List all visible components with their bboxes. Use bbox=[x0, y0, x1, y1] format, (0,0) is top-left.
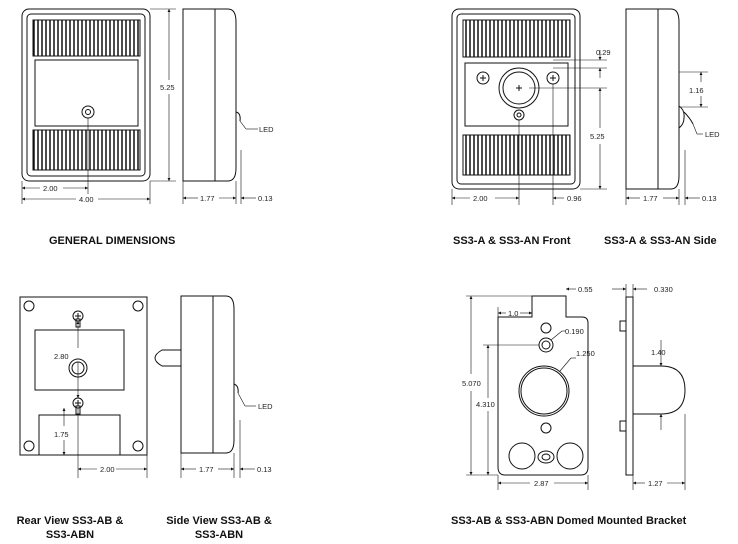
q4-thickness-label: 0.330 bbox=[654, 285, 673, 294]
q2-half-width-label: 2.00 bbox=[473, 194, 488, 203]
rear-view-caption: Rear View SS3-AB & SS3-ABN bbox=[10, 514, 130, 542]
q1-half-width-label: 2.00 bbox=[43, 184, 58, 193]
rear-view-caption-line1: Rear View SS3-AB & bbox=[16, 515, 124, 527]
q1-depth-label: 1.77 bbox=[200, 194, 215, 203]
q4-height-label: 5.070 bbox=[462, 379, 481, 388]
ab-side-view bbox=[154, 295, 239, 454]
q2-led-label: LED bbox=[705, 130, 720, 139]
q3-upper-label: 2.80 bbox=[54, 352, 69, 361]
bracket-front-view bbox=[497, 295, 589, 476]
q1-width-label: 4.00 bbox=[79, 195, 94, 204]
bracket-caption: SS3-AB & SS3-ABN Domed Mounted Bracket bbox=[451, 515, 687, 527]
bracket-side-view bbox=[619, 296, 686, 476]
q1-height-label: 5.25 bbox=[160, 83, 175, 92]
q3-lower-label: 1.75 bbox=[54, 430, 69, 439]
q4-hole-height-label: 4.310 bbox=[476, 400, 495, 409]
q2-top-label: 0.29 bbox=[596, 48, 611, 57]
rear-view-caption-line2: SS3-ABN bbox=[45, 529, 95, 541]
q1-led-label: LED bbox=[259, 125, 274, 134]
q2-lens-label: 1.16 bbox=[689, 86, 704, 95]
ab-side-caption-line1: Side View SS3-AB & bbox=[166, 515, 272, 527]
bracket-side-dims bbox=[612, 284, 686, 490]
q4-dome-label: 1.250 bbox=[576, 349, 595, 358]
q3-depth-label: 1.77 bbox=[199, 465, 214, 474]
q4-hole-label: 0.190 bbox=[565, 327, 584, 336]
general-side-view bbox=[182, 8, 241, 182]
ab-side-caption-line2: SS3-ABN bbox=[194, 529, 244, 541]
q2-depth-label: 1.77 bbox=[643, 194, 658, 203]
q2-height-label: 5.25 bbox=[590, 132, 605, 141]
q2-led-offset-label: 0.13 bbox=[702, 194, 717, 203]
bracket-front-dims bbox=[466, 287, 589, 490]
ss3a-front-caption: SS3-A & SS3-AN Front bbox=[453, 235, 571, 247]
q3-led-offset-label: 0.13 bbox=[257, 465, 272, 474]
q3-led-label: LED bbox=[258, 402, 273, 411]
ab-side-caption: Side View SS3-AB & SS3-ABN bbox=[160, 514, 278, 542]
q4-dome-height-label: 1.40 bbox=[651, 348, 666, 357]
ab-side-dims bbox=[180, 392, 256, 478]
q1-led-offset-label: 0.13 bbox=[258, 194, 273, 203]
general-dimensions-caption: GENERAL DIMENSIONS bbox=[49, 235, 176, 247]
general-front-view bbox=[21, 8, 151, 182]
q4-tab-label: 0.55 bbox=[578, 285, 593, 294]
ss3a-side-dims bbox=[625, 71, 708, 205]
q4-tab-offset-label: 1.0 bbox=[508, 309, 518, 318]
ss3a-side-caption: SS3-A & SS3-AN Side bbox=[604, 235, 717, 247]
q4-width-label: 2.87 bbox=[534, 479, 549, 488]
rear-view bbox=[19, 296, 148, 456]
general-side-dims bbox=[182, 120, 258, 204]
q4-dome-depth-label: 1.27 bbox=[648, 479, 663, 488]
ss3a-front-view bbox=[451, 8, 581, 190]
rear-view-dims bbox=[62, 321, 148, 478]
ss3a-front-dims bbox=[451, 50, 607, 205]
q2-offset-label: 0.96 bbox=[567, 194, 582, 203]
q3-half-width-label: 2.00 bbox=[100, 465, 115, 474]
ss3a-side-view bbox=[625, 8, 694, 190]
dimension-labels: 5.25 2.00 4.00 1.77 0.13 LED 0.29 1.16 5… bbox=[43, 48, 720, 488]
general-front-dims bbox=[21, 8, 176, 204]
